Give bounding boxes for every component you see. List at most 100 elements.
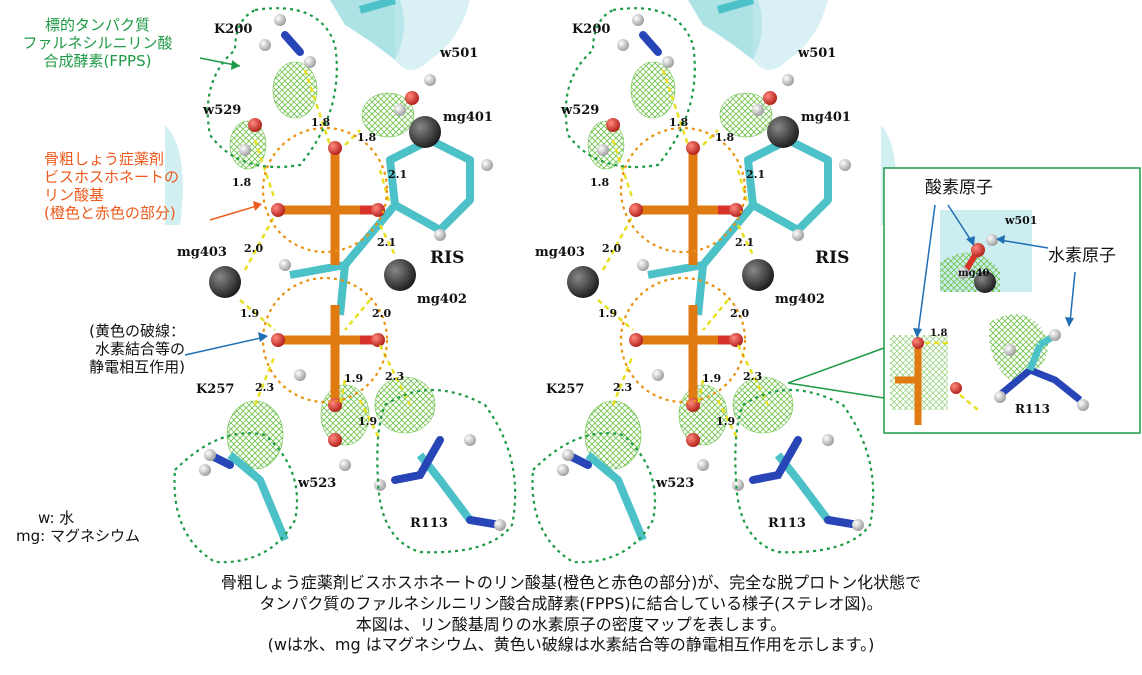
inset-hydrogen-atom-2 [957, 267, 969, 279]
right-hydrogen-atom-0 [617, 39, 629, 51]
inset-arrowhead-oxygen [966, 236, 975, 246]
phosphate-line-4: (橙色と赤色の部分) [44, 204, 176, 222]
inset-mg40-label: mg40 [958, 268, 990, 279]
dist-right-9: 1.9 [702, 372, 722, 385]
left-oxygen-atom-3 [271, 333, 285, 347]
right-density-mesh-0 [630, 61, 676, 119]
yellow-dash-note: (黄色の破線： 水素結合等の 静電相互作用) [50, 322, 185, 376]
dist-left-4: 2.1 [388, 168, 408, 181]
right-density-mesh-5 [732, 376, 794, 434]
label-k200-right: K200 [572, 22, 611, 37]
left-oxygen-atom-7 [405, 91, 419, 105]
inset-oxygen-atom [971, 243, 985, 257]
caption-line-3: 本図は、リン酸基周りの水素原子の密度マップを表します。 [355, 614, 787, 634]
target-protein-line-3: 合成酵素(FPPS) [43, 52, 152, 70]
inset-panel [787, 167, 1141, 434]
right-hydrogen-bond-10 [716, 399, 740, 441]
orange-arrowhead [253, 201, 262, 211]
right-oxygen-atom-4 [729, 333, 743, 347]
annotation-arrows [184, 57, 268, 356]
inset-r113-h1 [1049, 329, 1061, 341]
right-oxygen-atom-5 [686, 398, 700, 412]
right-hydrogen-atom-13 [852, 519, 864, 531]
left-hydrogen-atom-10 [199, 464, 211, 476]
left-density-mesh-0 [272, 61, 318, 119]
dist-left-10: 1.9 [358, 415, 378, 428]
left-nitrogen-bond-0 [281, 31, 304, 56]
inset-arrowhead-oxygen-2 [913, 328, 922, 338]
right-hydrogen-bond-4 [736, 224, 755, 256]
right-hydrogen-bond-6 [597, 299, 634, 331]
left-density-mesh-2 [361, 92, 415, 138]
inset-hydrogen-atom-1 [986, 234, 998, 246]
left-hydrogen-atom-12 [464, 434, 476, 446]
inset-arrow-hydrogen [999, 239, 1049, 249]
right-hydrogen-atom-6 [839, 159, 851, 171]
right-hydrogen-bond-9 [696, 379, 705, 406]
right-hydrogen-atom-7 [792, 229, 804, 241]
label-r113-right: R113 [768, 516, 806, 531]
left-oxygen-atom-6 [248, 118, 262, 132]
left-hydrogen-atom-8 [279, 259, 291, 271]
right-hydrogen-atom-1 [632, 14, 644, 26]
left-hydrogen-bond-0 [303, 69, 332, 146]
label-k257-right: K257 [546, 382, 585, 397]
dist-right-5: 2.1 [735, 236, 755, 249]
right-hydrogen-bond-8 [611, 354, 635, 406]
blue-arrowhead [258, 332, 268, 342]
left-hydrogen-bond-9 [338, 379, 347, 406]
dist-right-8: 1.9 [598, 307, 618, 320]
right-hydrogen-atom-14 [732, 479, 744, 491]
label-mg401-left: mg401 [443, 110, 493, 125]
left-hydrogen-atom-5 [394, 104, 406, 116]
right-residue-outline-r113 [734, 389, 875, 554]
left-oxygen-atom-0 [328, 141, 342, 155]
inset-r113-h3 [1077, 399, 1089, 411]
inset-arrow-oxygen [947, 204, 973, 243]
dist-right-10: 1.9 [716, 415, 736, 428]
label-w501-left: w501 [440, 46, 479, 61]
left-nitrogen-bond-2 [391, 436, 444, 484]
left-surface-side [165, 125, 183, 225]
dist-right-11: 2.3 [613, 381, 633, 394]
dist-right-1: 1.8 [669, 116, 689, 129]
right-hydrogen-bond-3 [736, 169, 750, 206]
left-hydrogen-bond-1 [344, 129, 361, 146]
dist-left-12: 2.3 [385, 370, 405, 383]
right-carbon-bond-2 [694, 264, 707, 316]
inset-arrowhead-hydrogen-2 [1065, 317, 1074, 327]
inset-oxygen-label: 酸素原子 [925, 178, 993, 198]
left-hydrogen-atom-6 [481, 159, 493, 171]
legend-water: w: 水 [38, 509, 75, 527]
inset-arrowhead-hydrogen [996, 235, 1005, 244]
left-oxygen-atom-5 [328, 398, 342, 412]
right-carbon-bond-3 [585, 451, 647, 542]
label-ris-right: RIS [815, 248, 850, 268]
left-hydrogen-bond-7 [344, 299, 371, 331]
left-residue-outline-k257 [173, 432, 299, 564]
left-hydrogen-bond-5 [243, 214, 277, 271]
right-hydrogen-atom-10 [557, 464, 569, 476]
inset-leader-top [787, 347, 885, 384]
inset-hbond-2 [959, 394, 979, 411]
figure-caption: 骨粗しょう症薬剤ビスホスホネートのリン酸基(橙色と赤色の部分)が、完全な脱プロト… [0, 573, 1142, 656]
right-hydrogen-bond-1 [702, 129, 719, 146]
label-w529-left: w529 [203, 103, 242, 118]
right-hydrogen-atom-4 [782, 74, 794, 86]
dist-right-2: 1.8 [715, 131, 735, 144]
left-surface-top-2 [395, 0, 470, 70]
label-w529-right: w529 [561, 103, 600, 118]
left-carbon-bond-2 [336, 264, 349, 316]
label-mg402-left: mg402 [417, 292, 467, 307]
phosphate-line-1: 骨粗しょう症薬剤 [44, 150, 165, 168]
left-oxygen-atom-1 [271, 203, 285, 217]
stereo-panel-right [531, 0, 897, 564]
right-carbon-bond-5 [716, 0, 755, 14]
right-density-mesh-2 [719, 92, 773, 138]
phosphate-line-3: リン酸基 [44, 186, 105, 204]
dist-right-4: 2.1 [746, 168, 766, 181]
right-surface-top-2 [753, 0, 828, 70]
dist-left-5: 2.1 [377, 236, 397, 249]
dist-left-1: 1.8 [311, 116, 331, 129]
right-oxygen-atom-2 [729, 203, 743, 217]
